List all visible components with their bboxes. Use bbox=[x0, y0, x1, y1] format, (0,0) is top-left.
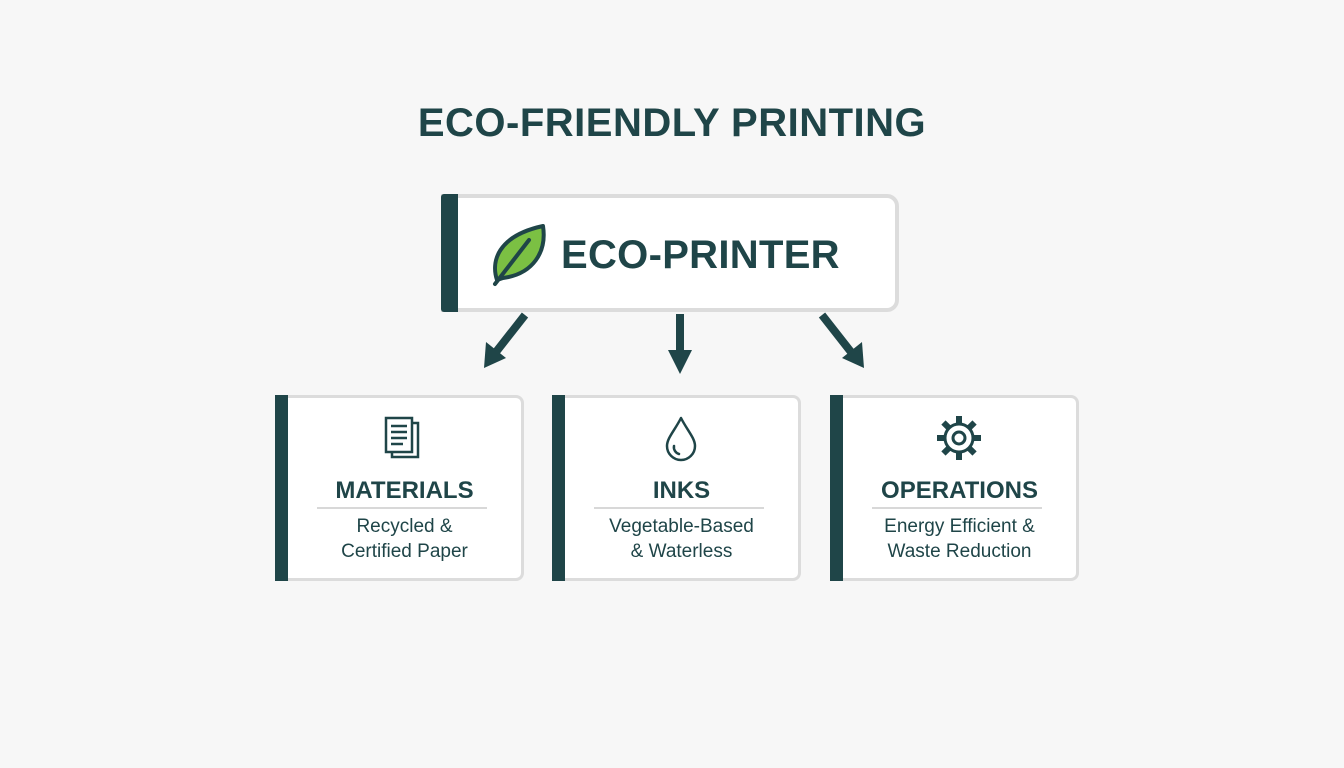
card-operations: OPERATIONS Energy Efficient & Waste Redu… bbox=[830, 395, 1079, 581]
card-title: INKS bbox=[652, 477, 711, 504]
card-description: Recycled & Certified Paper bbox=[341, 516, 468, 562]
card-accent-bar bbox=[275, 395, 288, 581]
card-inks: INKS Vegetable-Based & Waterless bbox=[552, 395, 801, 581]
card-divider bbox=[594, 507, 764, 509]
card-divider bbox=[872, 507, 1042, 509]
root-accent-bar bbox=[441, 194, 458, 312]
card-description: Energy Efficient & Waste Reduction bbox=[884, 516, 1035, 562]
card-description: Vegetable-Based & Waterless bbox=[609, 516, 754, 562]
card-title: OPERATIONS bbox=[881, 477, 1038, 504]
ink-drop-icon bbox=[665, 416, 697, 462]
card-materials: MATERIALS Recycled & Certified Paper bbox=[275, 395, 524, 581]
document-icon bbox=[384, 416, 420, 459]
leaf-icon bbox=[493, 224, 546, 286]
card-divider bbox=[317, 507, 487, 509]
gear-icon bbox=[937, 416, 981, 460]
card-accent-bar bbox=[830, 395, 843, 581]
diagram-title: ECO-FRIENDLY PRINTING bbox=[417, 101, 927, 145]
arrow-to-operations bbox=[818, 312, 864, 368]
card-title: MATERIALS bbox=[335, 477, 474, 504]
arrow-to-materials bbox=[484, 312, 529, 368]
arrow-to-inks bbox=[668, 314, 692, 374]
card-accent-bar bbox=[552, 395, 565, 581]
root-label: ECO-PRINTER bbox=[561, 233, 840, 277]
root-node-eco-printer: ECO-PRINTER bbox=[441, 194, 899, 312]
